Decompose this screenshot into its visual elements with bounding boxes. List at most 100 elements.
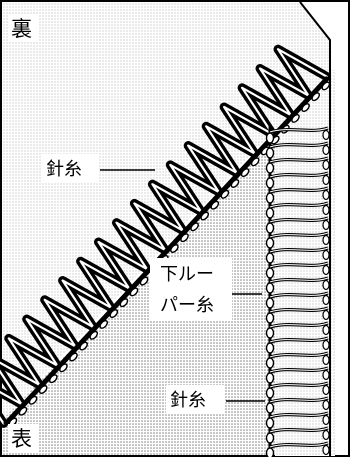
- vertical-chain-loop: [265, 207, 275, 219]
- vertical-chain-loop: [265, 312, 275, 324]
- vertical-chain-loop: [265, 267, 275, 279]
- diagonal-chain-loop: [89, 330, 99, 340]
- edge-loop: [322, 279, 330, 291]
- diagonal-chain-loop: [250, 157, 260, 167]
- label-back-side: 裏: [11, 17, 32, 41]
- vertical-chain-loop: [265, 147, 275, 159]
- vertical-chain-loop: [265, 417, 275, 429]
- edge-loop: [322, 384, 330, 396]
- edge-loop: [322, 129, 330, 141]
- edge-loop: [322, 339, 330, 351]
- diagonal-chain-loop: [119, 298, 129, 308]
- label-bg-looper: [150, 258, 232, 320]
- vertical-chain-loop: [265, 297, 275, 309]
- diagonal-chain-loop: [79, 341, 88, 351]
- vertical-chain-loop: [265, 132, 275, 144]
- vertical-chain-loop: [265, 222, 275, 234]
- looper-thread-highlight: [269, 382, 329, 388]
- diagonal-chain-loop: [301, 103, 310, 113]
- edge-loop: [322, 294, 330, 306]
- diagonal-chain-loop: [18, 406, 28, 416]
- vertical-chain-loop: [265, 357, 275, 369]
- looper-thread-highlight: [269, 262, 329, 268]
- label-bg-needle-upper: [42, 154, 98, 182]
- edge-loop: [322, 429, 330, 441]
- looper-thread-highlight: [269, 157, 329, 163]
- vertical-chain-loop: [265, 237, 275, 249]
- label-needle-thread-lower: 針糸: [170, 390, 206, 411]
- diagonal-chain-loop: [69, 352, 78, 362]
- looper-thread-highlight: [269, 427, 329, 433]
- looper-thread-highlight: [269, 352, 329, 358]
- vertical-chain-loop: [265, 387, 275, 399]
- label-bg-front: [8, 424, 38, 452]
- vertical-chain-loop: [265, 372, 275, 384]
- looper-thread-highlight: [269, 322, 329, 328]
- diagonal-chain-loop: [190, 222, 199, 232]
- edge-loop: [322, 324, 330, 336]
- looper-thread-highlight: [269, 292, 329, 298]
- label-lower-looper-line1: 下ルー: [160, 264, 214, 285]
- edge-loop: [322, 204, 330, 216]
- diagonal-chain-loop: [109, 309, 119, 319]
- diagonal-chain-loop: [139, 276, 149, 286]
- looper-thread-highlight: [269, 172, 329, 178]
- label-front-side: 表: [11, 427, 32, 451]
- edge-loop: [322, 219, 330, 231]
- looper-thread-highlight: [269, 277, 329, 283]
- edge-loop: [322, 399, 330, 411]
- vertical-chain-loop: [265, 177, 275, 189]
- label-bg-needle-lower: [166, 385, 224, 413]
- diagonal-chain-loop: [28, 395, 38, 405]
- edge-loop: [322, 354, 330, 366]
- label-bg-back: [8, 14, 38, 42]
- diagonal-chain-loop: [170, 244, 179, 253]
- edge-loop: [322, 159, 330, 171]
- looper-thread-highlight: [269, 337, 329, 343]
- edge-loop: [322, 444, 330, 456]
- diagonal-chain-loop: [38, 385, 48, 394]
- front-fabric-panel: [2, 140, 275, 455]
- edge-loop: [322, 249, 330, 261]
- looper-thread-highlight: [269, 187, 329, 193]
- diagonal-chain-loop: [220, 189, 230, 199]
- vertical-chain-loop: [265, 447, 275, 457]
- fabric-edge-fold: [299, 1, 331, 456]
- diagonal-chain-loop: [240, 168, 250, 178]
- label-lower-looper-line2: パー糸: [160, 295, 214, 316]
- vertical-chain-loop: [265, 282, 275, 294]
- edge-loop: [322, 414, 330, 426]
- vertical-chain-loop: [265, 252, 275, 264]
- looper-thread-highlight: [269, 217, 329, 223]
- diagonal-chain-loop: [48, 374, 58, 384]
- vertical-chain-loop: [265, 432, 275, 444]
- diagonal-chain-loop: [200, 211, 210, 221]
- diagonal-chain-loop: [129, 287, 139, 297]
- edge-loop: [322, 144, 330, 156]
- looper-thread-highlight: [269, 442, 329, 448]
- diagonal-chain-loop: [321, 81, 331, 91]
- looper-thread-highlight: [269, 412, 329, 418]
- looper-thread-highlight: [269, 202, 329, 208]
- label-needle-thread-upper: 針糸: [46, 159, 82, 180]
- looper-thread-highlight: [269, 127, 329, 133]
- edge-loop: [322, 264, 330, 276]
- looper-thread-highlight: [269, 247, 329, 253]
- edge-loop: [322, 189, 330, 201]
- vertical-chain-loop: [265, 192, 275, 204]
- edge-loop: [322, 369, 330, 381]
- diagonal-chain-loop: [59, 363, 68, 373]
- looper-thread-highlight: [269, 307, 329, 313]
- diagonal-chain-loop: [230, 179, 240, 188]
- vertical-chain-loop: [265, 342, 275, 354]
- edge-loop: [322, 234, 330, 246]
- vertical-chain-loop: [265, 162, 275, 174]
- edge-loop: [322, 174, 330, 186]
- edge-loop: [322, 309, 330, 321]
- vertical-looper-stitch: [265, 126, 330, 457]
- vertical-chain-loop: [265, 402, 275, 414]
- looper-thread-highlight: [269, 232, 329, 238]
- diagonal-chain-loop: [311, 92, 321, 102]
- diagonal-chain-loop: [291, 113, 300, 123]
